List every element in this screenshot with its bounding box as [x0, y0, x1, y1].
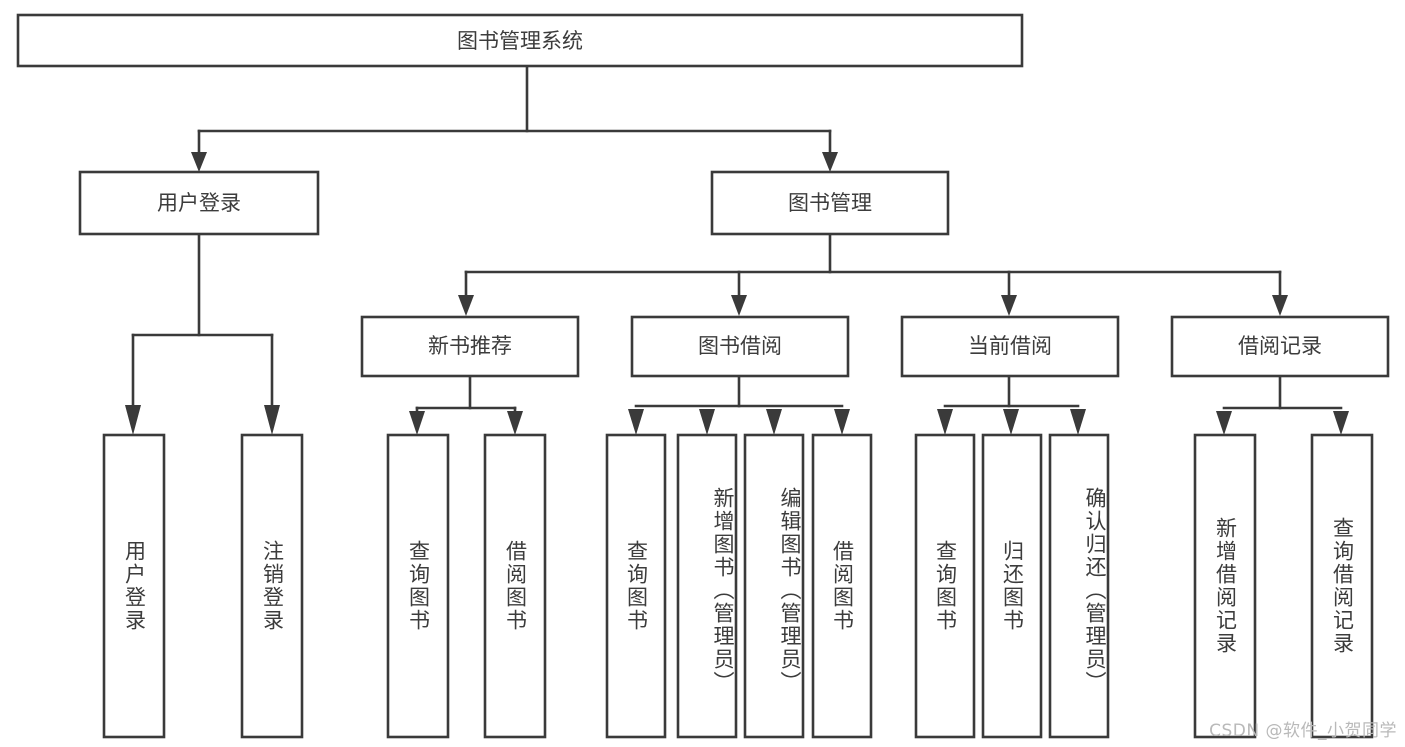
node-user-login-label: 用户登录: [157, 191, 241, 215]
leaf-box-book-borrow-3[interactable]: [743, 433, 805, 739]
arrow-bb-leaf-3: [766, 409, 782, 435]
arrow-bb-leaf-4: [834, 409, 850, 435]
leaf-box-book-borrow-4[interactable]: [811, 433, 873, 739]
node-book-borrow-label: 图书借阅: [698, 334, 782, 358]
arrow-nbr-leaf-1: [409, 411, 425, 435]
connector-group-user-login: [125, 232, 280, 435]
node-borrow-record-label: 借阅记录: [1238, 334, 1322, 358]
node-user-login-box[interactable]: [78, 170, 320, 236]
connector-group-book-borrow: [628, 374, 850, 435]
arrow-user-login-leaf-1: [125, 405, 141, 435]
arrow-br-leaf-2: [1333, 411, 1349, 435]
node-book-borrow-box[interactable]: [630, 315, 850, 378]
arrow-user-login-leaf-2: [264, 405, 280, 435]
arrow-cb-leaf-2: [1003, 409, 1019, 435]
node-root-box[interactable]: [16, 13, 1024, 68]
leaf-box-user-login-2[interactable]: [240, 433, 304, 739]
node-book-manage-box[interactable]: [710, 170, 950, 236]
leaf-box-borrow-record-1[interactable]: [1193, 433, 1257, 739]
arrow-to-new-book-recommend: [458, 295, 474, 316]
arrow-br-leaf-1: [1216, 411, 1232, 435]
arrow-cb-leaf-1: [937, 409, 953, 435]
leaf-box-current-borrow-1[interactable]: [914, 433, 976, 739]
watermark-text: CSDN @软件_小贺同学: [1209, 721, 1397, 741]
node-book-manage-label: 图书管理: [788, 191, 872, 215]
arrow-to-book-manage: [822, 152, 838, 172]
arrow-nbr-leaf-2: [507, 411, 523, 435]
leaf-box-borrow-record-2[interactable]: [1310, 433, 1374, 739]
node-current-borrow-label: 当前借阅: [968, 334, 1052, 358]
arrow-to-borrow-record: [1272, 295, 1288, 316]
leaf-box-new-book-2[interactable]: [483, 433, 547, 739]
arrow-cb-leaf-3: [1070, 409, 1086, 435]
connector-group-root: [191, 64, 838, 172]
leaf-box-user-login-1[interactable]: [102, 433, 166, 739]
leaf-box-current-borrow-2[interactable]: [981, 433, 1043, 739]
connector-group-new-book-recommend: [409, 374, 523, 435]
leaf-box-book-borrow-2[interactable]: [676, 433, 738, 739]
arrow-to-current-borrow: [1001, 295, 1017, 316]
leaf-box-new-book-1[interactable]: [386, 433, 450, 739]
connector-group-borrow-record: [1216, 374, 1349, 435]
node-root-label: 图书管理系统: [457, 29, 583, 53]
leaf-box-current-borrow-3[interactable]: [1048, 433, 1110, 739]
leaf-box-book-borrow-1[interactable]: [605, 433, 667, 739]
connector-group-current-borrow: [937, 374, 1086, 435]
arrow-to-user-login: [191, 152, 207, 172]
node-new-book-recommend-box[interactable]: [360, 315, 580, 378]
node-current-borrow-box[interactable]: [900, 315, 1120, 378]
connector-group-book-manage: [458, 232, 1288, 316]
node-new-book-recommend-label: 新书推荐: [428, 334, 512, 358]
arrow-to-book-borrow: [731, 295, 747, 316]
arrow-bb-leaf-1: [628, 409, 644, 435]
node-borrow-record-box[interactable]: [1170, 315, 1390, 378]
arrow-bb-leaf-2: [699, 409, 715, 435]
